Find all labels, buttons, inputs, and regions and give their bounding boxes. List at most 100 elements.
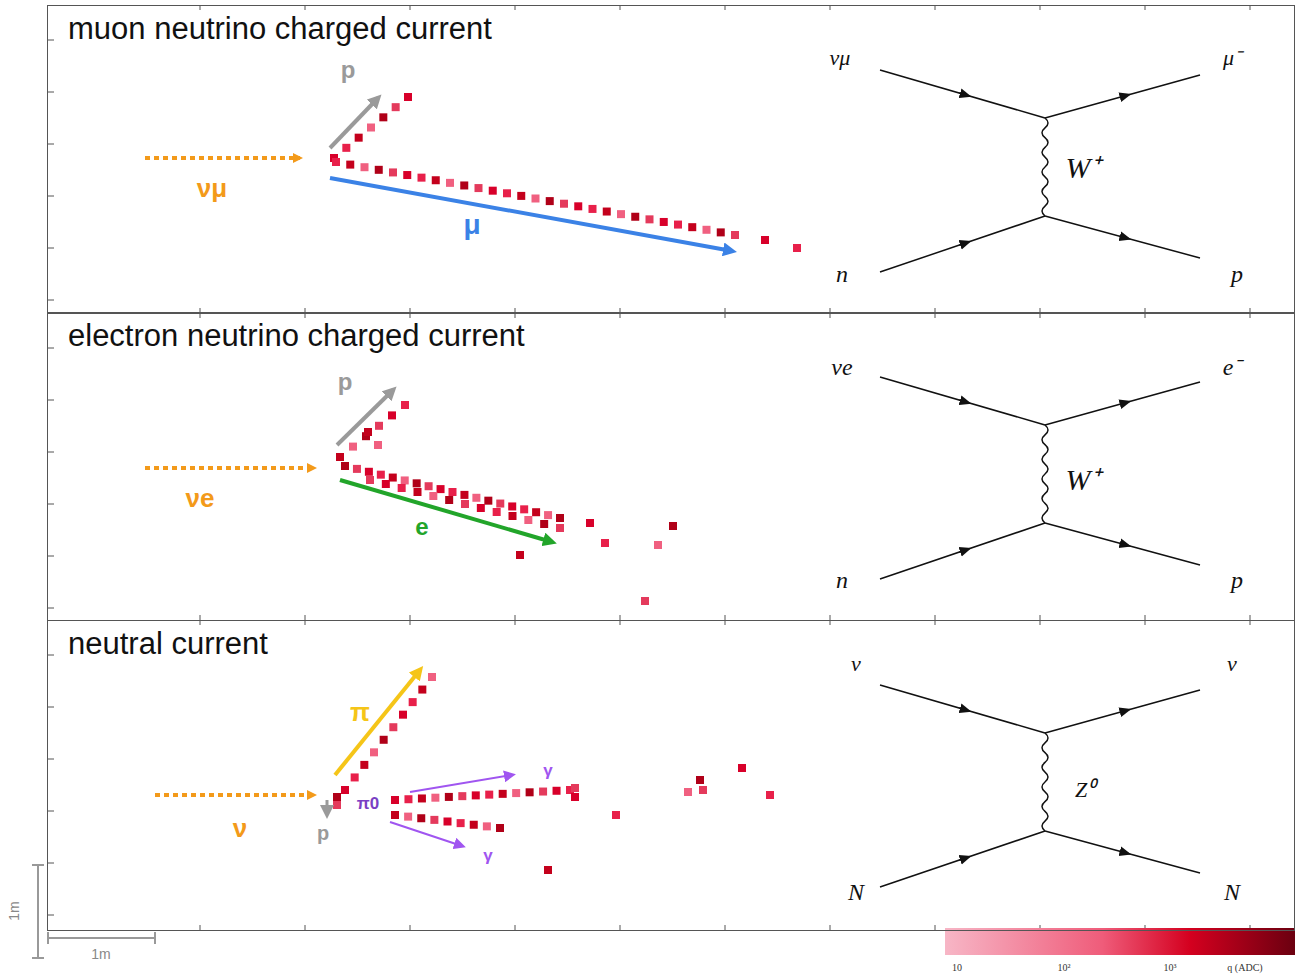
hit: [484, 497, 492, 505]
hit: [520, 505, 528, 513]
hit: [429, 492, 437, 500]
hit: [351, 773, 359, 781]
axis-tick: [47, 608, 54, 609]
hit: [404, 795, 412, 803]
axis-tick: [47, 300, 54, 301]
axis-tick: [47, 811, 54, 812]
axis-tick: [47, 400, 54, 401]
hit: [477, 504, 485, 512]
hit: [404, 93, 412, 101]
hit: [503, 189, 511, 197]
hit: [703, 226, 711, 234]
hit: [445, 793, 453, 801]
hit: [418, 174, 426, 182]
feynman-label: ν: [1227, 653, 1237, 675]
hit: [341, 462, 349, 470]
fermion-arrow: [959, 243, 966, 245]
hit: [631, 213, 639, 221]
axis-tick: [47, 144, 54, 145]
hit: [483, 822, 491, 830]
hit: [333, 793, 341, 801]
feynman-label: W⁺: [1066, 153, 1101, 183]
fermion-line: [880, 377, 1045, 425]
hit: [403, 171, 411, 179]
feynman-label: n: [836, 262, 848, 286]
hit: [444, 818, 452, 826]
hit: [379, 113, 387, 121]
hit: [382, 480, 390, 488]
hit: [417, 814, 425, 822]
axis-tick: [47, 655, 54, 656]
hit: [367, 124, 375, 132]
hit: [654, 541, 662, 549]
axis-tick: [620, 925, 621, 930]
fermion-line: [880, 70, 1045, 118]
hit: [432, 176, 440, 184]
axis-tick: [47, 759, 54, 760]
axis-tick: [47, 248, 54, 249]
fermion-arrow: [1119, 236, 1125, 238]
fermion-line: [880, 831, 1045, 887]
hit: [546, 197, 554, 205]
hit: [612, 811, 620, 819]
feynman-label: n: [836, 568, 848, 592]
axis-tick: [515, 925, 516, 930]
fermion-line: [880, 523, 1045, 579]
hit: [392, 103, 400, 111]
hit: [524, 516, 532, 524]
axis-tick: [410, 925, 411, 930]
hit: [437, 485, 445, 493]
particle-label: e: [415, 515, 428, 539]
hit: [512, 789, 520, 797]
hit: [360, 761, 368, 769]
hit: [342, 144, 350, 152]
hit: [508, 502, 516, 510]
hit: [391, 796, 399, 804]
hit: [571, 784, 579, 792]
hit: [496, 500, 504, 508]
hit: [688, 223, 696, 231]
hit: [377, 471, 385, 479]
hit: [539, 788, 547, 796]
hit: [346, 161, 354, 169]
fermion-arrow: [959, 550, 966, 552]
fermion-arrow: [959, 93, 966, 95]
panel-title: muon neutrino charged current: [68, 12, 492, 46]
particle-label: p: [341, 58, 356, 82]
hit: [398, 484, 406, 492]
axis-tick: [47, 707, 54, 708]
particle-label: μ: [463, 211, 480, 239]
fermion-arrow: [1119, 403, 1125, 405]
hit: [389, 168, 397, 176]
hit: [336, 453, 344, 461]
axis-tick: [47, 504, 54, 505]
axis-tick: [47, 196, 54, 197]
axis-tick: [725, 925, 726, 930]
hit: [517, 192, 525, 200]
feynman-label: p: [1231, 262, 1243, 286]
feynman-label: N: [848, 880, 864, 904]
axis-tick: [47, 452, 54, 453]
fermion-arrow: [1119, 96, 1125, 98]
boson-line: [1042, 425, 1048, 523]
hit: [641, 597, 649, 605]
hit: [460, 491, 468, 499]
hit: [332, 158, 340, 166]
particle-label: p: [317, 823, 329, 843]
hit: [699, 786, 707, 794]
hit: [532, 508, 540, 516]
hit: [353, 465, 361, 473]
feynman-label: N: [1224, 880, 1240, 904]
hit: [516, 551, 524, 559]
particle-label: γ: [543, 762, 552, 779]
hit: [460, 181, 468, 189]
hit: [404, 813, 412, 821]
event-panel: electron neutrino charged current: [47, 312, 1295, 621]
hit: [586, 519, 594, 527]
panel-title: neutral current: [68, 627, 268, 661]
hit: [333, 801, 341, 809]
hit: [375, 422, 383, 430]
feynman-label: W⁺: [1066, 465, 1101, 495]
hit: [526, 788, 534, 796]
hit: [366, 476, 374, 484]
